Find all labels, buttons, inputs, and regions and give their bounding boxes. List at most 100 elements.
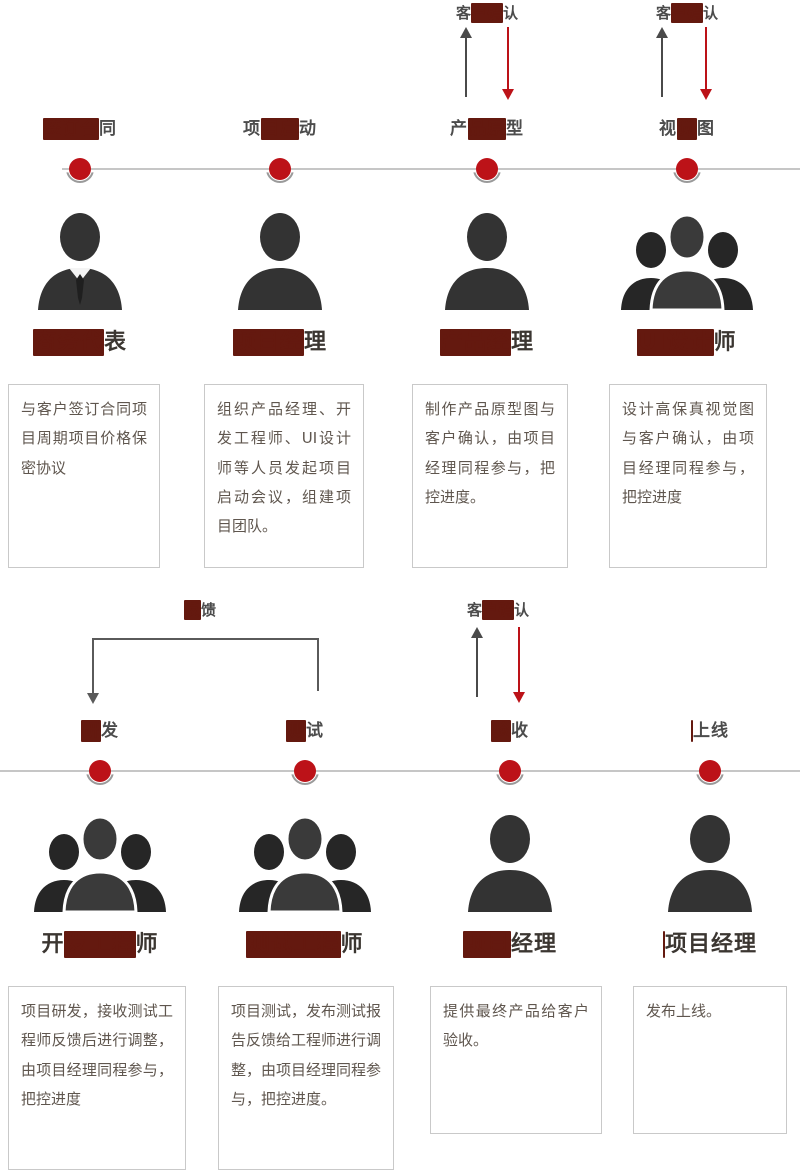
person-icon xyxy=(462,814,558,916)
step-text: 视 xyxy=(659,119,677,139)
step-text: 型 xyxy=(506,119,524,139)
down-arrow-icon xyxy=(700,27,712,100)
desc-box-kickoff: 组织产品经理、开发工程师、UI设计师等人员发起项目启动会议，组建项目团队。 xyxy=(204,384,364,568)
redaction-box: 觉 xyxy=(677,118,697,140)
role-text: 理 xyxy=(511,330,535,355)
person-icon xyxy=(439,212,535,314)
step-text: 同 xyxy=(99,119,117,139)
role-title-developer: 开发工程师 xyxy=(10,926,190,958)
team-icon xyxy=(619,212,755,314)
role-text: 师 xyxy=(340,932,364,957)
role-title-pm: 项目经理 xyxy=(190,324,370,356)
timeline-dot xyxy=(69,158,91,180)
timeline-dot xyxy=(476,158,498,180)
desc-text: 发布上线。 xyxy=(646,1002,722,1020)
redaction-box xyxy=(662,931,665,958)
step-label-develop: 研发 xyxy=(40,716,160,742)
role-text: 表 xyxy=(104,330,128,355)
confirm-text: 认 xyxy=(503,4,519,22)
desc-text: 组织产品经理、开发工程师、UI设计师等人员发起项目启动会议，组建项目团队。 xyxy=(217,400,351,535)
businessman-icon xyxy=(32,212,128,314)
step-text: 产 xyxy=(450,119,468,139)
person-icon xyxy=(232,212,328,314)
confirm-label: 客户确认 xyxy=(438,599,558,620)
feedback-line-right xyxy=(317,638,319,691)
step-label-kickoff: 项目启动 xyxy=(220,114,340,140)
timeline-dot xyxy=(89,760,111,782)
redaction-box: 产品经 xyxy=(439,329,511,356)
step-text: 试 xyxy=(306,721,324,741)
role-text: 经理 xyxy=(511,932,558,957)
role-title-product: 产品经理 xyxy=(397,324,577,356)
step-label-prototype: 产品原型 xyxy=(427,114,547,140)
redaction-box: UI设计 xyxy=(637,329,714,356)
desc-box-launch: 发布上线。 xyxy=(633,986,787,1134)
team-icon xyxy=(32,814,168,916)
desc-box-contract: 与客户签订合同项目周期项目价格保密协议 xyxy=(8,384,160,568)
confirm-label: 客户确认 xyxy=(627,2,747,23)
redaction-box: 测试工程 xyxy=(246,931,341,958)
redaction-box: 测 xyxy=(286,720,306,742)
desc-text: 与客户签订合同项目周期项目价格保密协议 xyxy=(21,400,147,477)
role-title-pm: 项目经理 xyxy=(620,926,800,958)
redaction-box: 研 xyxy=(81,720,101,742)
step-text: 收 xyxy=(511,721,529,741)
desc-text: 项目研发，接收测试工程师反馈后进行调整，由项目经理同程参与，把控进度 xyxy=(21,1002,173,1108)
up-arrow-icon xyxy=(471,627,483,697)
redaction-box: 项目 xyxy=(462,931,511,958)
confirm-text: 认 xyxy=(514,601,530,619)
feedback-text: 馈 xyxy=(201,601,217,619)
desc-box-prototype: 制作产品原型图与客户确认，由项目经理同程参与，把控进度。 xyxy=(412,384,568,568)
redaction-box: 品原 xyxy=(468,118,506,140)
feedback-label: 反馈 xyxy=(140,599,260,620)
timeline-dot xyxy=(269,158,291,180)
step-text: 图 xyxy=(697,119,715,139)
feedback-line-left xyxy=(92,638,94,695)
desc-text: 制作产品原型图与客户确认，由项目经理同程参与，把控进度。 xyxy=(425,400,555,506)
desc-box-develop: 项目研发，接收测试工程师反馈后进行调整，由项目经理同程参与，把控进度 xyxy=(8,986,186,1170)
role-title-tester: 测试工程师 xyxy=(215,926,395,958)
role-text: 师 xyxy=(135,932,159,957)
desc-text: 设计高保真视觉图与客户确认，由项目经理同程参与，把控进度 xyxy=(622,400,754,506)
up-arrow-icon xyxy=(656,27,668,97)
step-text: 动 xyxy=(299,119,317,139)
feedback-line-horizontal xyxy=(92,638,319,640)
timeline-bottom xyxy=(0,770,800,772)
step-text: 上线 xyxy=(693,721,729,741)
step-label-launch: 上线 xyxy=(650,716,770,742)
step-label-acceptance: 验收 xyxy=(450,716,570,742)
timeline-top xyxy=(62,168,800,170)
step-text: 项 xyxy=(243,119,261,139)
up-arrow-icon xyxy=(460,27,472,97)
step-text: 发 xyxy=(101,721,119,741)
redaction-box: 目启 xyxy=(261,118,299,140)
down-arrow-icon xyxy=(502,27,514,100)
redaction-box: 户确 xyxy=(481,600,514,620)
redaction-box: 户确 xyxy=(670,3,703,23)
person-icon xyxy=(662,814,758,916)
role-text: 师 xyxy=(713,330,737,355)
step-label-contract: 签订合同 xyxy=(20,114,140,140)
redaction-box: 验 xyxy=(491,720,511,742)
timeline-dot xyxy=(294,760,316,782)
role-text: 理 xyxy=(304,330,328,355)
feedback-arrowhead-icon xyxy=(87,693,99,704)
confirm-text: 客 xyxy=(466,601,482,619)
redaction-box: 签订合 xyxy=(43,118,99,140)
confirm-label: 客户确认 xyxy=(427,2,547,23)
down-arrow-icon xyxy=(513,627,525,703)
redaction-box: 户确 xyxy=(470,3,503,23)
redaction-box: 反 xyxy=(183,600,201,620)
timeline-dot xyxy=(676,158,698,180)
desc-text: 项目测试，发布测试报告反馈给工程师进行调整，由项目经理同程参与，把控进度。 xyxy=(231,1002,382,1108)
confirm-text: 认 xyxy=(703,4,719,22)
redaction-box: 商务代 xyxy=(32,329,104,356)
confirm-text: 客 xyxy=(655,4,671,22)
role-title-sales: 商务代表 xyxy=(0,324,170,356)
role-title-ui: UI设计师 xyxy=(597,324,777,356)
redaction-box: 项目经 xyxy=(232,329,304,356)
step-label-test: 测试 xyxy=(245,716,365,742)
redaction-box: 发工程 xyxy=(64,931,136,958)
team-icon xyxy=(237,814,373,916)
